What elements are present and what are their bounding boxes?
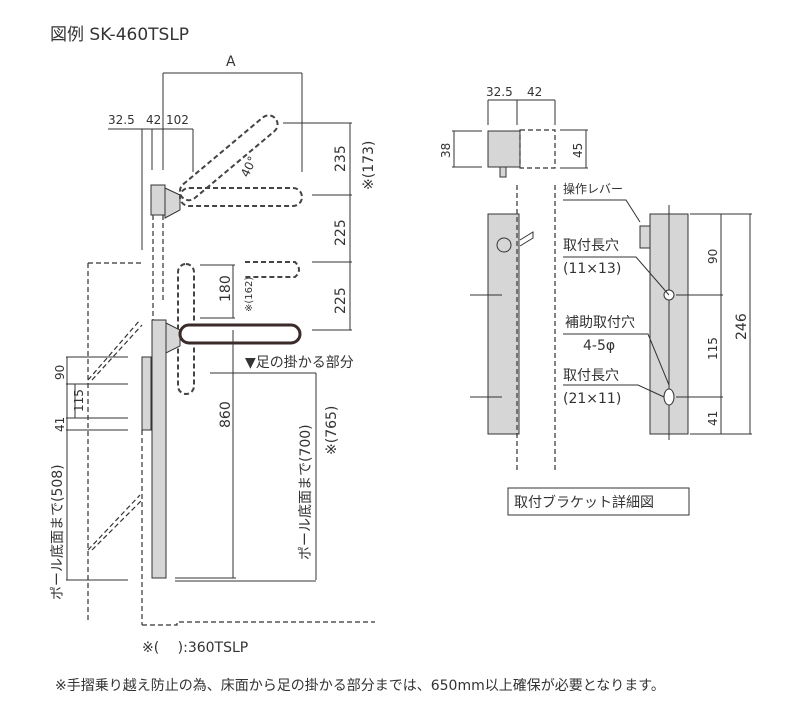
aux-hole-size: 4-5φ xyxy=(583,338,615,354)
lower-arm xyxy=(178,323,302,345)
dim-225-lower: 225 xyxy=(333,287,349,314)
slot2-label: 取付長穴 xyxy=(563,368,619,384)
dim-765: ※(765) xyxy=(324,406,340,455)
bd-dim-32-5: 32.5 xyxy=(486,85,513,99)
dim-508: ポール底面まで(508) xyxy=(50,464,66,600)
bd-dim-42: 42 xyxy=(527,85,542,99)
bd-dim-90: 90 xyxy=(706,249,720,264)
bracket-detail: 32.5 42 38 45 操作レバー 取付長穴 (11×13) 補助取付穴 4… xyxy=(439,85,752,516)
bd-dim-115: 115 xyxy=(706,337,720,360)
foot-label: ▼足の掛かる部分 xyxy=(245,355,354,371)
angle-label: 40° xyxy=(238,154,260,179)
dim-235: 235 xyxy=(333,145,349,172)
bracket-top-view xyxy=(487,130,521,168)
dim-173: ※(173) xyxy=(361,141,377,190)
raised-arm xyxy=(178,114,279,202)
upper-arm xyxy=(179,187,303,207)
bd-dim-38: 38 xyxy=(439,143,453,158)
dim-162: ※(162) xyxy=(244,277,255,312)
dim-a: A xyxy=(226,54,236,70)
note-360: ※( ):360TSLP xyxy=(142,640,248,656)
bd-dim-45: 45 xyxy=(571,143,585,158)
bd-dim-41: 41 xyxy=(706,411,720,426)
dim-115-left: 115 xyxy=(72,389,86,412)
dim-180: 180 xyxy=(218,275,234,302)
dim-700: ポール底面まで(700) xyxy=(298,424,314,560)
wall-bracket xyxy=(141,356,152,431)
aux-hole-label: 補助取付穴 xyxy=(565,315,635,331)
dim-32-5: 32.5 xyxy=(108,113,135,127)
bd-dim-246: 246 xyxy=(734,313,750,340)
dim-860: 860 xyxy=(218,401,234,428)
pole xyxy=(151,319,167,579)
main-view: A 32.5 42 102 40° 235 225 225 ※(173) 180… xyxy=(50,54,377,656)
dim-42: 42 xyxy=(146,113,161,127)
upper-pole-top xyxy=(150,184,166,216)
dim-102: 102 xyxy=(166,113,189,127)
slot2-size: (21×11) xyxy=(563,391,621,407)
slot1-label: 取付長穴 xyxy=(563,238,619,254)
footer-note: ※手摺乗り越え防止の為、床面から足の掛かる部分までは、650mm以上確保が必要と… xyxy=(55,678,665,694)
bracket-caption: 取付ブラケット詳細図 xyxy=(514,494,654,511)
slot1-size: (11×13) xyxy=(563,261,621,277)
dim-41-left: 41 xyxy=(53,417,67,432)
diagram-title: 図例 SK-460TSLP xyxy=(50,25,189,45)
slot-21x11 xyxy=(663,388,675,406)
lever-label: 操作レバー xyxy=(563,181,623,196)
dim-90-left: 90 xyxy=(53,365,67,380)
dim-225-upper: 225 xyxy=(333,219,349,246)
caption-box xyxy=(507,487,690,516)
